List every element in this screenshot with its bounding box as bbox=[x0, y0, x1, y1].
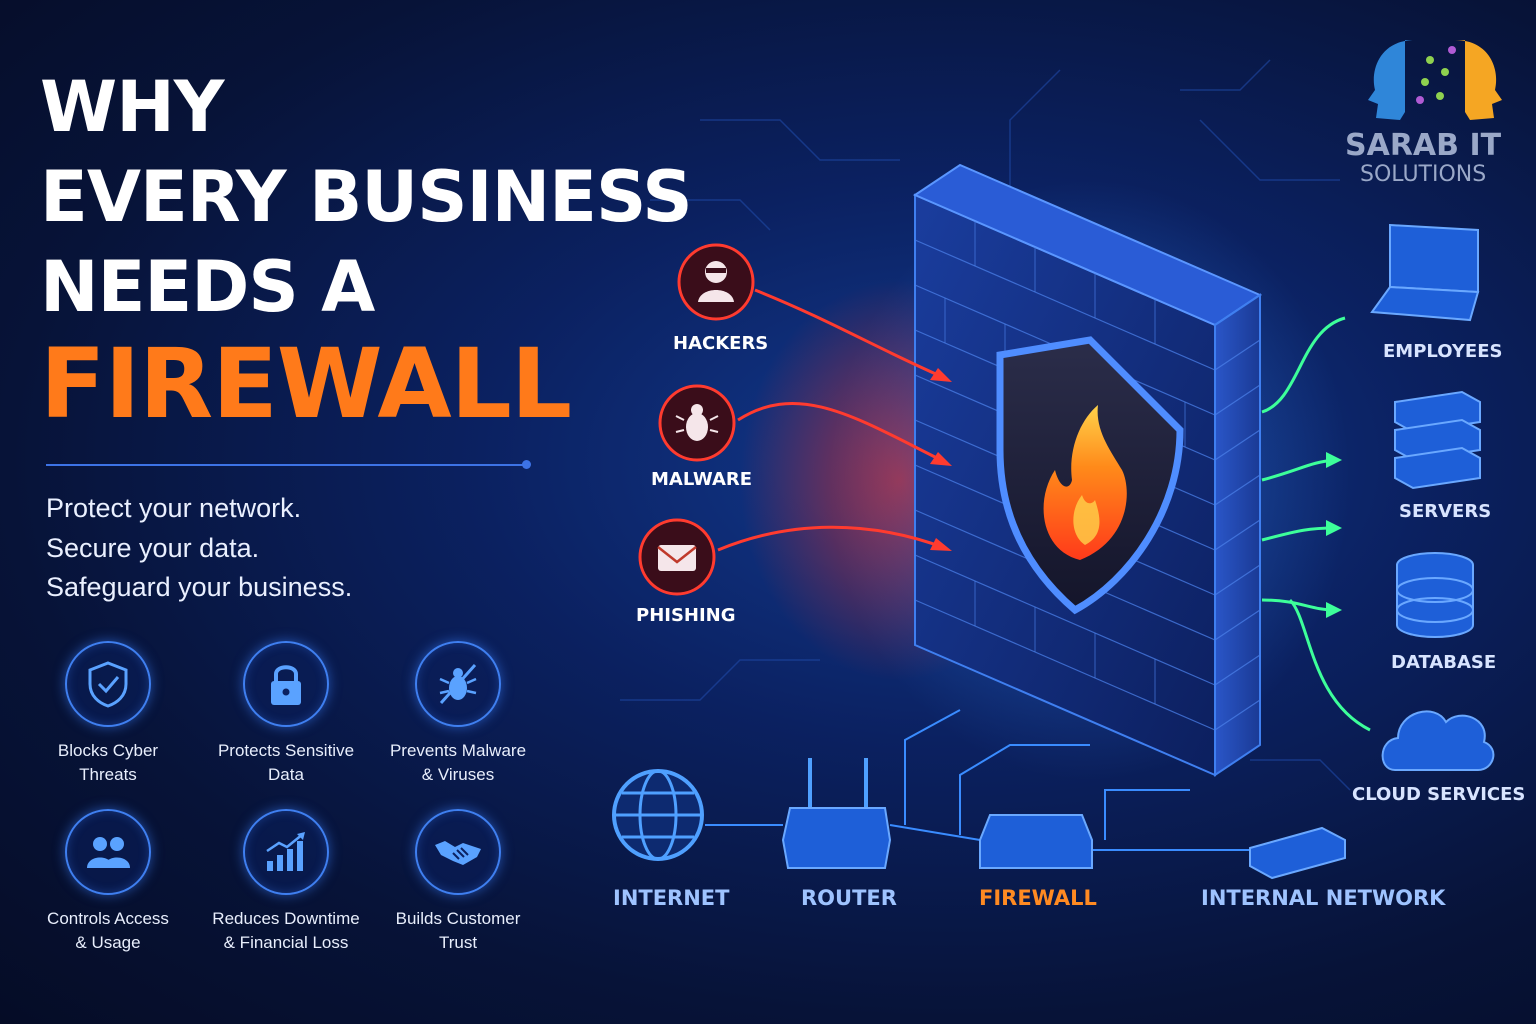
benefit-controls-access: Controls Access & Usage bbox=[23, 809, 193, 955]
growth-chart-icon bbox=[243, 809, 329, 895]
safe-lines bbox=[1261, 316, 1371, 732]
asset-label-cloud-services: CLOUD SERVICES bbox=[1352, 784, 1526, 805]
benefit-label-line2: Threats bbox=[79, 765, 137, 784]
network-links bbox=[705, 709, 1250, 851]
threat-label-malware: MALWARE bbox=[651, 469, 753, 490]
headline-firewall: FIREWALL bbox=[40, 328, 572, 440]
benefit-label-line1: Reduces Downtime bbox=[212, 909, 360, 928]
benefit-reduces-downtime: Reduces Downtime & Financial Loss bbox=[201, 809, 371, 955]
threat-nodes bbox=[638, 243, 755, 596]
benefit-label-line1: Builds Customer bbox=[395, 909, 521, 928]
benefit-label-line2: & Financial Loss bbox=[223, 933, 349, 952]
benefit-label-line1: Controls Access bbox=[47, 909, 169, 928]
asset-label-employees: EMPLOYEES bbox=[1383, 341, 1503, 362]
brand-name: SARAB IT bbox=[1345, 128, 1502, 163]
asset-label-database: DATABASE bbox=[1391, 652, 1497, 673]
benefit-label-line2: Data bbox=[268, 765, 304, 784]
network-label-internet: INTERNET bbox=[613, 886, 730, 910]
firewall-wall bbox=[912, 163, 1263, 777]
users-icon bbox=[65, 809, 151, 895]
benefit-label-line1: Protects Sensitive bbox=[217, 741, 355, 760]
protected-assets bbox=[1370, 223, 1495, 771]
benefit-label-line2: & Usage bbox=[75, 933, 141, 952]
asset-label-servers: SERVERS bbox=[1399, 501, 1492, 522]
tagline-2: Secure your data. bbox=[46, 533, 260, 563]
shield-check-icon bbox=[65, 641, 151, 727]
network-label-router: ROUTER bbox=[801, 886, 897, 910]
network-devices bbox=[612, 758, 1346, 880]
attack-arrowheads bbox=[930, 368, 952, 551]
shield-flame-emblem bbox=[996, 336, 1184, 615]
tagline-3: Safeguard your business. bbox=[46, 572, 353, 602]
lock-icon bbox=[243, 641, 329, 727]
brand-subtitle: SOLUTIONS bbox=[1360, 162, 1487, 187]
benefit-label-line1: Blocks Cyber bbox=[57, 741, 159, 760]
divider-dot bbox=[522, 460, 531, 469]
headline-line-3: NEEDS A bbox=[40, 246, 375, 328]
benefit-label-line2: & Viruses bbox=[421, 765, 495, 784]
threat-label-phishing: PHISHING bbox=[636, 605, 736, 626]
benefit-prevents-malware: Prevents Malware & Viruses bbox=[373, 641, 543, 787]
divider-line bbox=[46, 464, 528, 466]
benefit-label-line2: Trust bbox=[438, 933, 478, 952]
circuit-lines bbox=[620, 59, 1351, 791]
headline-line-2: EVERY BUSINESS bbox=[40, 156, 693, 238]
bug-blocked-icon bbox=[415, 641, 501, 727]
network-label-internal-network: INTERNAL NETWORK bbox=[1201, 886, 1446, 910]
headline-line-1: WHY bbox=[40, 66, 224, 148]
network-label-firewall: FIREWALL bbox=[979, 886, 1097, 910]
brand-logo-mark bbox=[1368, 40, 1502, 120]
benefit-label-line1: Prevents Malware bbox=[389, 741, 527, 760]
safe-arrowheads bbox=[1326, 452, 1342, 618]
handshake-icon bbox=[415, 809, 501, 895]
threat-label-hackers: HACKERS bbox=[673, 333, 769, 354]
attack-lines bbox=[717, 288, 946, 552]
tagline-1: Protect your network. bbox=[46, 493, 302, 523]
